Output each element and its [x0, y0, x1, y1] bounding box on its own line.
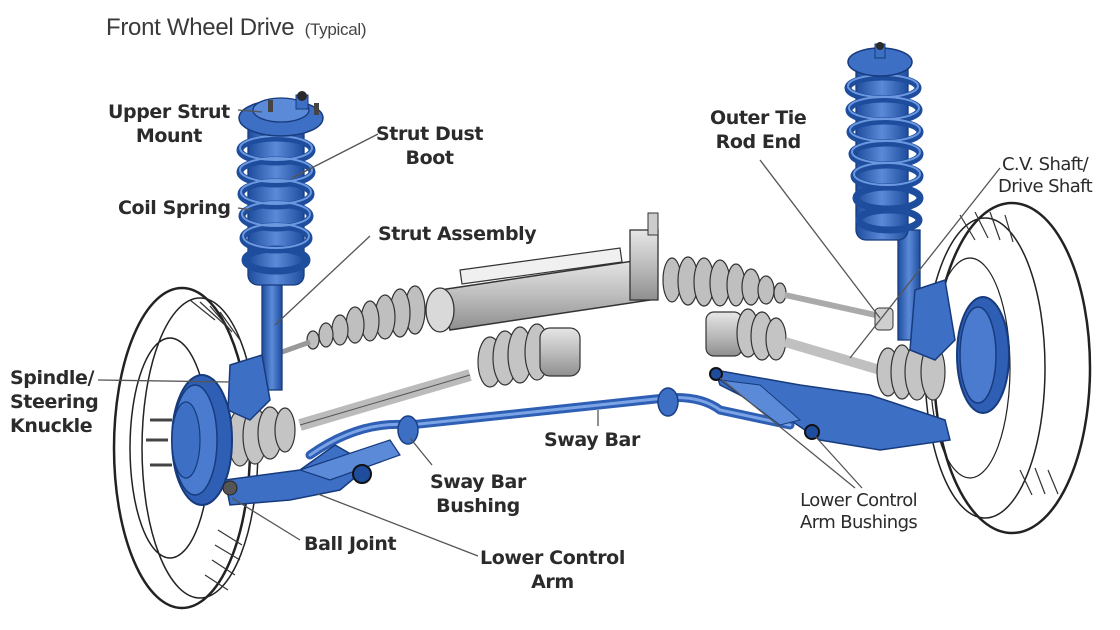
label-sway-bar: Sway Bar [544, 429, 640, 451]
leader-outer-tie-rod [759, 159, 881, 319]
leader-strut-dust-boot [291, 133, 379, 179]
right-wheel [924, 201, 1092, 535]
title-subtitle: (Typical) [304, 20, 367, 39]
leader-lca-bushing-a [719, 377, 856, 489]
left-lower-control-arm [222, 439, 401, 506]
leader-sway-bar-bushing [409, 437, 433, 466]
label-strut-assembly: Strut Assembly [378, 223, 537, 245]
label-coil-spring: Coil Spring [118, 197, 231, 219]
leader-strut-assembly [274, 235, 371, 326]
leader-lower-control-arm [317, 493, 479, 557]
leader-lines [97, 109, 1001, 557]
sway-bar [305, 387, 795, 460]
leader-spindle [97, 379, 231, 383]
label-outer-tie-rod-end: Outer Tie Rod End [710, 107, 807, 153]
left-strut [236, 91, 324, 391]
leader-cv-shaft [849, 167, 1001, 359]
label-sway-bar-bushing: Sway Bar Bushing [430, 471, 526, 517]
right-knuckle-hub [909, 279, 1010, 414]
leader-coil-spring [237, 207, 253, 211]
label-spindle-steering-knuckle: Spindle/ Steering Knuckle [10, 367, 99, 437]
leader-ball-joint [231, 497, 301, 541]
label-ball-joint: Ball Joint [304, 533, 397, 555]
left-knuckle-hub [146, 354, 271, 506]
label-lower-control-arm-bushings: Lower Control Arm Bushings [800, 490, 918, 533]
right-lower-control-arm [709, 367, 951, 451]
left-cv-shaft [227, 323, 581, 467]
label-upper-strut-mount: Upper Strut Mount [108, 101, 230, 147]
steering-rack [281, 212, 894, 355]
right-cv-shaft [705, 308, 946, 401]
leader-upper-strut-mount [237, 109, 263, 113]
label-strut-dust-boot: Strut Dust Boot [376, 123, 484, 169]
right-strut [844, 42, 924, 341]
title-text: Front Wheel Drive [106, 14, 295, 41]
label-lower-control-arm: Lower Control Arm [480, 547, 625, 593]
diagram-title: Front Wheel Drive (Typical) [106, 14, 367, 42]
label-cv-shaft: C.V. Shaft/ Drive Shaft [998, 154, 1093, 197]
leader-lca-bushing-b [814, 435, 863, 489]
